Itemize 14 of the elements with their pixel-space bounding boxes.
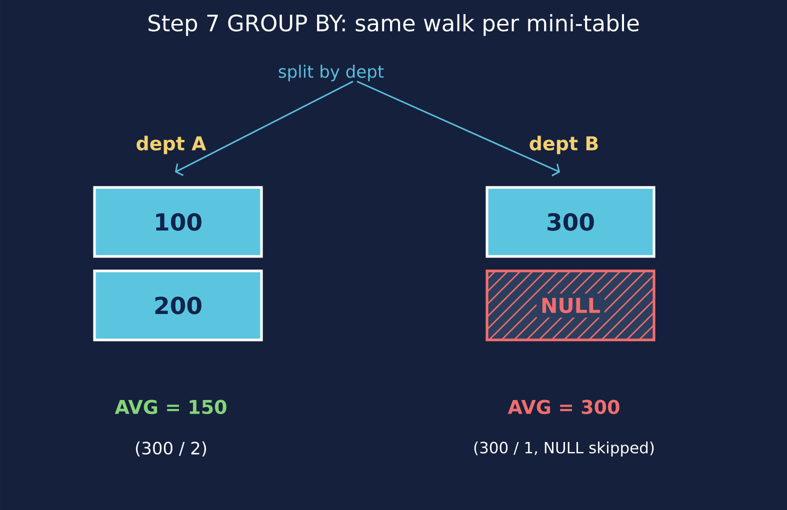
group-heading: dept B (530, 136, 598, 154)
arrow (356, 80, 560, 176)
average-result: AVG = 150 (114, 400, 226, 414)
value-box: 200 (93, 270, 263, 342)
value-box: 100 (93, 186, 263, 258)
arrow (175, 80, 354, 176)
average-result: AVG = 300 (508, 400, 620, 414)
hatched-box: NULL (486, 270, 656, 342)
title: Step 7 GROUP BY: same walk per mini-table (148, 14, 639, 36)
calculation-note: (300 / 1, NULL skipped) (474, 441, 654, 456)
split-label: split by dept (278, 64, 384, 82)
group-heading: dept A (136, 136, 206, 154)
value-box: 300 (486, 186, 656, 258)
calculation-note: (300 / 2) (136, 441, 206, 457)
